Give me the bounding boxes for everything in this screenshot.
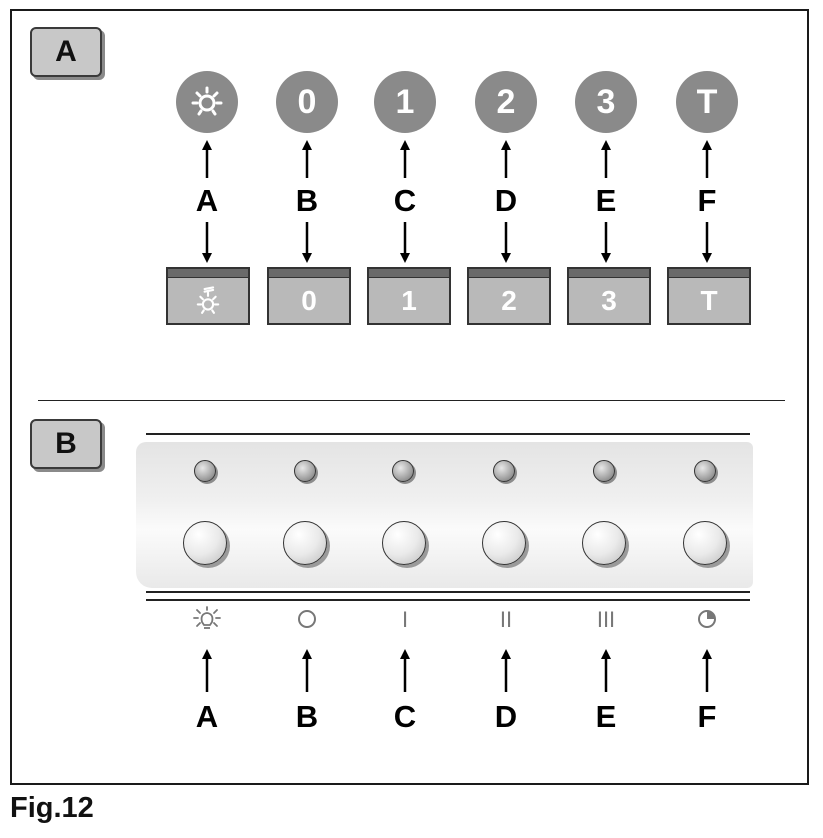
panel-b-tag: B bbox=[30, 419, 102, 469]
label-f-bottom: F bbox=[697, 699, 717, 734]
light-icon bbox=[191, 86, 223, 116]
light-bulb-icon bbox=[193, 606, 221, 629]
led-a bbox=[194, 460, 216, 482]
label-c-bottom: C bbox=[393, 699, 417, 734]
control-strip bbox=[136, 442, 753, 588]
led-f bbox=[694, 460, 716, 482]
strip-top-line bbox=[146, 433, 750, 435]
symbol-timer bbox=[687, 608, 727, 636]
label-d-bottom: D bbox=[494, 699, 518, 734]
label-a-top: A bbox=[195, 183, 219, 218]
circle-t: T bbox=[676, 71, 738, 133]
symbol-light bbox=[187, 606, 227, 640]
symbol-speed-2: II bbox=[499, 607, 513, 632]
led-e bbox=[593, 460, 615, 482]
key-0: 0 bbox=[267, 267, 351, 325]
symbol-off bbox=[287, 607, 327, 637]
strip-bottom-line-2 bbox=[146, 599, 750, 601]
circle-1: 1 bbox=[374, 71, 436, 133]
key-light bbox=[166, 267, 250, 325]
off-circle-icon bbox=[298, 610, 316, 628]
button-b[interactable] bbox=[283, 521, 327, 565]
strip-bottom-line-1 bbox=[146, 591, 750, 593]
circle-3: 3 bbox=[575, 71, 637, 133]
symbol-speed-1: I bbox=[401, 607, 409, 632]
light-icon bbox=[196, 286, 220, 314]
led-c bbox=[392, 460, 414, 482]
label-c-top: C bbox=[393, 183, 417, 218]
label-a-bottom: A bbox=[195, 699, 219, 734]
led-d bbox=[493, 460, 515, 482]
timer-icon bbox=[698, 610, 716, 628]
label-f-top: F bbox=[697, 183, 717, 218]
label-b-top: B bbox=[295, 183, 319, 218]
label-b-bottom: B bbox=[295, 699, 319, 734]
led-b bbox=[294, 460, 316, 482]
key-3: 3 bbox=[567, 267, 651, 325]
key-2: 2 bbox=[467, 267, 551, 325]
symbol-speed-3: III bbox=[596, 607, 616, 632]
circle-2: 2 bbox=[475, 71, 537, 133]
key-t: T bbox=[667, 267, 751, 325]
label-e-bottom: E bbox=[595, 699, 617, 734]
button-c[interactable] bbox=[382, 521, 426, 565]
figure-label: Fig.12 bbox=[10, 792, 94, 824]
key-1: 1 bbox=[367, 267, 451, 325]
panel-divider bbox=[38, 400, 785, 401]
label-d-top: D bbox=[494, 183, 518, 218]
button-f[interactable] bbox=[683, 521, 727, 565]
label-e-top: E bbox=[595, 183, 617, 218]
circle-light bbox=[176, 71, 238, 133]
button-d[interactable] bbox=[482, 521, 526, 565]
circle-0: 0 bbox=[276, 71, 338, 133]
button-e[interactable] bbox=[582, 521, 626, 565]
button-a[interactable] bbox=[183, 521, 227, 565]
panel-a-tag: A bbox=[30, 27, 102, 77]
